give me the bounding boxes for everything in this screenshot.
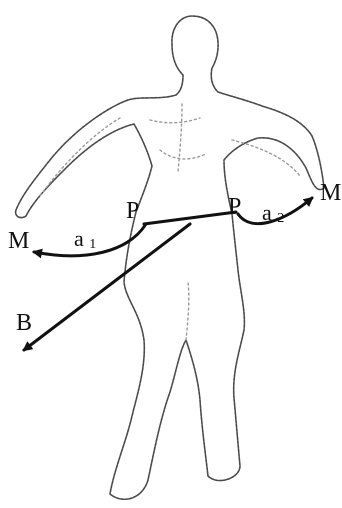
label-a1-sub: 1 <box>89 237 96 252</box>
label-b: B <box>16 310 32 336</box>
label-a1-main: a <box>74 226 84 251</box>
label-p-left: P <box>126 198 139 224</box>
p-to-p-line <box>144 212 236 224</box>
label-a1: a 1 <box>74 226 96 252</box>
leg-gap-detail <box>186 282 189 340</box>
label-a2-sub: 2 <box>277 211 284 226</box>
label-a2-main: a <box>262 200 272 225</box>
body-outline-path <box>16 16 324 499</box>
label-m-right: M <box>320 180 341 206</box>
label-p-right: P <box>228 194 241 220</box>
chest-detail <box>150 118 200 123</box>
label-m-left: M <box>8 228 29 254</box>
torso-detail <box>160 150 206 159</box>
sternum-detail <box>178 104 182 172</box>
label-a2: a 2 <box>262 200 284 226</box>
vector-b-arrow <box>24 224 190 350</box>
body-silhouette <box>16 16 324 499</box>
